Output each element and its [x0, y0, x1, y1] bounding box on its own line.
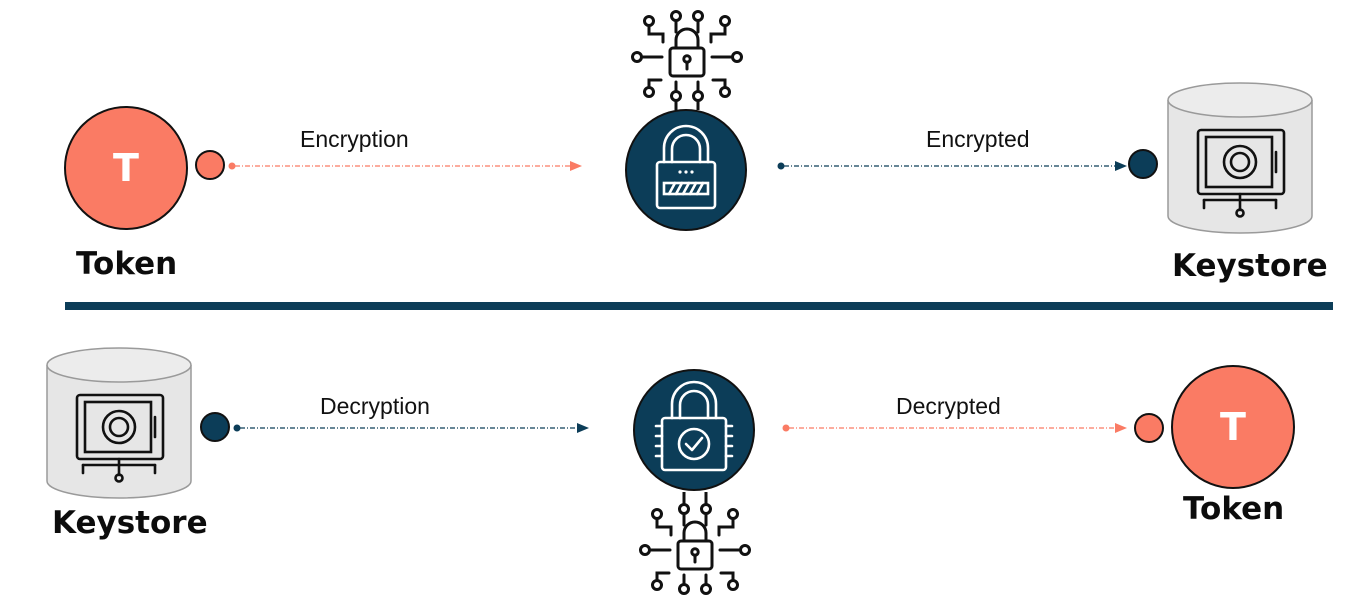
token-circle-bottom: T [1171, 365, 1295, 489]
label-decryption: Decryption [320, 393, 430, 419]
token-letter: T [113, 146, 139, 190]
connector-dot-top-right [1128, 149, 1158, 179]
padlock-check-icon [633, 369, 755, 491]
arrow-encryption [228, 161, 582, 171]
connector-dot-top-left [195, 150, 225, 180]
token-caption-bottom: Token [1183, 491, 1285, 527]
section-divider [65, 302, 1333, 310]
token-caption-top: Token [76, 246, 178, 282]
vault-icon [75, 393, 165, 483]
label-decrypted: Decrypted [896, 393, 1001, 419]
vault-icon [1196, 128, 1286, 218]
keystore-caption-bottom: Keystore [52, 505, 208, 541]
circuit-lock-icon [639, 492, 751, 595]
arrow-decryption [233, 423, 589, 433]
label-encryption: Encryption [300, 126, 409, 152]
keystore-database-top [1167, 82, 1313, 234]
connector-dot-bottom-left [200, 412, 230, 442]
arrow-decrypted [782, 423, 1127, 433]
keystore-database-bottom [46, 347, 192, 499]
token-circle-top: T [64, 106, 188, 230]
token-letter: T [1220, 405, 1246, 449]
arrow-encrypted [777, 161, 1127, 171]
padlock-icon [625, 109, 747, 231]
keystore-caption-top: Keystore [1172, 248, 1328, 284]
circuit-lock-icon [631, 10, 743, 110]
connector-dot-bottom-right [1134, 413, 1164, 443]
label-encrypted: Encrypted [926, 126, 1030, 152]
